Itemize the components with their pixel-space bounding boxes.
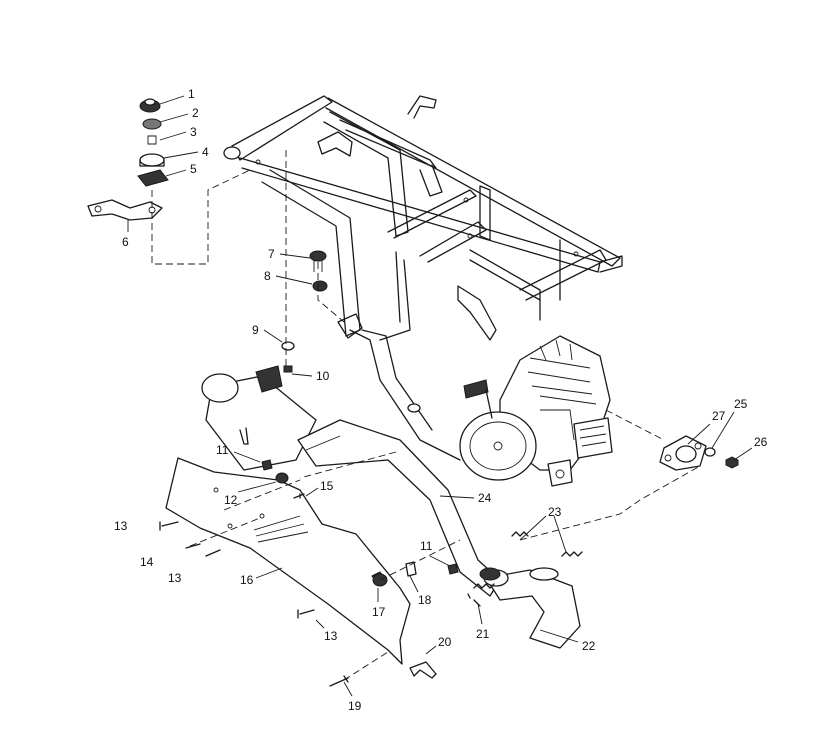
callout-labels: 1 2 3 4 5 6 7 8 9 10 11 12 15 24 13 14 1… — [114, 87, 768, 713]
callout-20: 20 — [438, 635, 452, 649]
callout-26: 26 — [754, 435, 768, 449]
callout-16: 16 — [240, 573, 254, 587]
atv-frame — [223, 95, 623, 461]
callout-11b: 11 — [420, 539, 433, 553]
callout-9: 9 — [252, 323, 259, 337]
callout-17: 17 — [372, 605, 386, 619]
callout-3: 3 — [190, 125, 197, 139]
callout-21: 21 — [476, 627, 490, 641]
callout-13c: 13 — [324, 629, 338, 643]
callout-2: 2 — [192, 106, 199, 120]
callout-10: 10 — [316, 369, 330, 383]
callout-8: 8 — [264, 269, 271, 283]
heat-shield — [165, 457, 437, 679]
assembly-lines — [151, 150, 701, 681]
callout-11a: 11 — [216, 443, 229, 457]
muffler-assembly — [201, 365, 583, 649]
mount-hardware-stack — [87, 98, 169, 221]
engine — [459, 335, 613, 487]
flange-hardware — [659, 435, 739, 471]
callout-6: 6 — [122, 235, 129, 249]
callout-23: 23 — [548, 505, 562, 519]
callout-13b: 13 — [168, 571, 182, 585]
callout-25: 25 — [734, 397, 748, 411]
callout-1: 1 — [188, 87, 195, 101]
callout-14: 14 — [140, 555, 154, 569]
callout-4: 4 — [202, 145, 209, 159]
callout-7: 7 — [268, 247, 275, 261]
callout-27: 27 — [712, 409, 726, 423]
callout-12: 12 — [224, 493, 238, 507]
callout-19: 19 — [348, 699, 362, 713]
leader-lines — [127, 95, 753, 697]
callout-5: 5 — [190, 162, 197, 176]
callout-24: 24 — [478, 491, 492, 505]
callout-15: 15 — [320, 479, 334, 493]
callout-22: 22 — [582, 639, 596, 653]
callout-18: 18 — [418, 593, 432, 607]
callout-13a: 13 — [114, 519, 128, 533]
